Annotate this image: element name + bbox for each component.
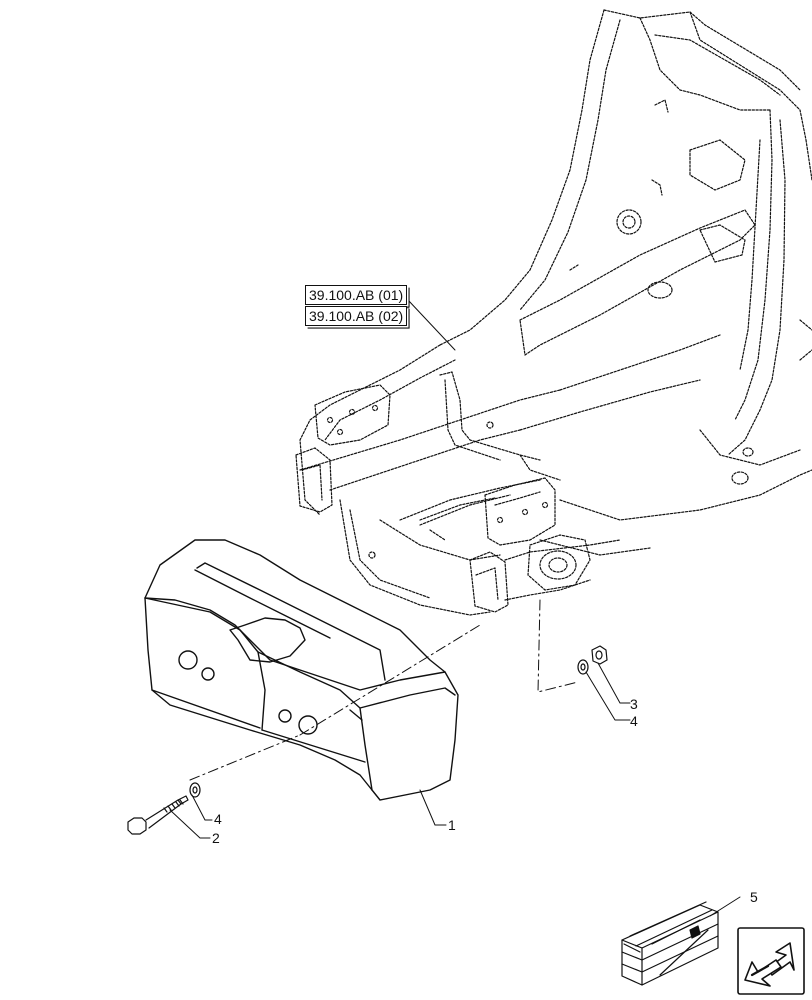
- leader-lines: [169, 287, 741, 917]
- callout-3: 3: [630, 696, 638, 712]
- washer: [189, 782, 201, 798]
- bolt: [127, 795, 189, 835]
- loader-frame: [295, 9, 812, 616]
- navigation-arrow-icon[interactable]: [737, 927, 805, 995]
- callout-5: 5: [750, 889, 758, 905]
- alignment-lines: [189, 599, 579, 781]
- nut: [591, 645, 608, 665]
- callout-4-right: 4: [630, 713, 638, 729]
- callout-2: 2: [212, 830, 220, 846]
- washer: [577, 659, 589, 675]
- counterweight: [144, 539, 459, 801]
- reference-39-100-ab-02[interactable]: 39.100.AB (02): [305, 306, 408, 326]
- callout-4-left: 4: [214, 811, 222, 827]
- callout-1: 1: [448, 817, 456, 833]
- reference-39-100-ab-01[interactable]: 39.100.AB (01): [305, 285, 408, 305]
- parts-crate: [621, 901, 719, 986]
